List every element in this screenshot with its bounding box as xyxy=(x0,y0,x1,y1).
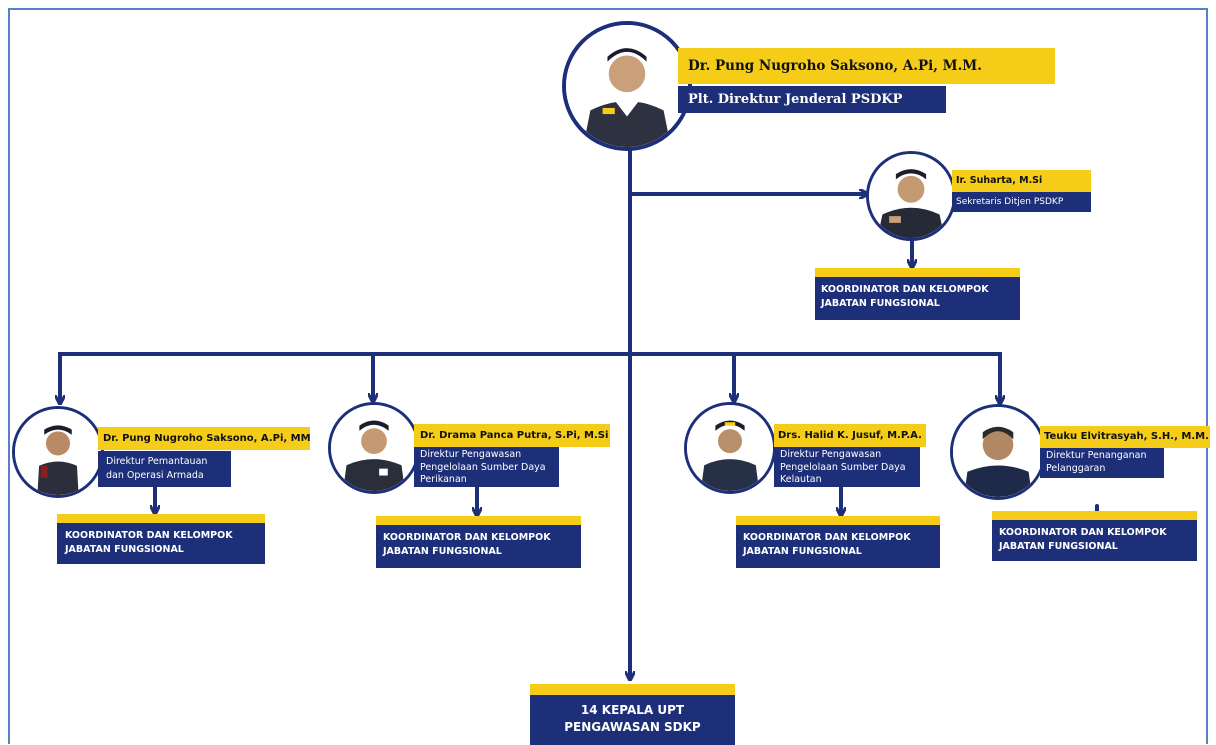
director-general-photo xyxy=(562,21,692,151)
officer-portrait-icon xyxy=(566,25,688,147)
director-2-group-box: KOORDINATOR DAN KELOMPOK JABATAN FUNGSIO… xyxy=(376,516,581,568)
director-bus-line xyxy=(58,352,1002,402)
secretary-group-box: KOORDINATOR DAN KELOMPOK JABATAN FUNGSIO… xyxy=(815,268,1020,320)
director-1-name: Dr. Pung Nugroho Saksono, A.Pi, MM xyxy=(98,427,311,450)
secretary-photo xyxy=(866,151,956,241)
secretary-group-label: KOORDINATOR DAN KELOMPOK JABATAN FUNGSIO… xyxy=(821,284,989,309)
upt-label: 14 KEPALA UPT PENGAWASAN SDKP xyxy=(564,703,701,734)
official-portrait-icon xyxy=(953,407,1043,497)
director-3-group-label: KOORDINATOR DAN KELOMPOK JABATAN FUNGSIO… xyxy=(743,532,911,557)
director-4-title: Direktur Penanganan Pelanggaran xyxy=(1040,448,1164,478)
director-1-group-label: KOORDINATOR DAN KELOMPOK JABATAN FUNGSIO… xyxy=(65,530,233,555)
director-2-title: Direktur Pengawasan Pengelolaan Sumber D… xyxy=(414,447,559,487)
group-box-accent xyxy=(992,511,1197,520)
officer-portrait-icon xyxy=(15,409,101,495)
group-box-accent xyxy=(376,516,581,525)
group-box-accent xyxy=(530,684,735,695)
director-4-group-label: KOORDINATOR DAN KELOMPOK JABATAN FUNGSIO… xyxy=(999,527,1167,552)
secretary-name: Ir. Suharta, M.Si xyxy=(952,170,1091,192)
group-box-accent xyxy=(736,516,940,525)
secretary-title: Sekretaris Ditjen PSDKP xyxy=(952,192,1091,212)
group-box-accent xyxy=(815,268,1020,277)
director-1-photo xyxy=(12,406,104,498)
director-4-group-box: KOORDINATOR DAN KELOMPOK JABATAN FUNGSIO… xyxy=(992,511,1197,561)
director-3-group-box: KOORDINATOR DAN KELOMPOK JABATAN FUNGSIO… xyxy=(736,516,940,568)
upt-box: 14 KEPALA UPT PENGAWASAN SDKP xyxy=(530,684,735,745)
director-2-photo xyxy=(328,402,420,494)
diagram-frame xyxy=(8,8,1208,744)
director-4-name: Teuku Elvitrasyah, S.H., M.M. xyxy=(1040,426,1210,448)
director-3-title: Direktur Pengawasan Pengelolaan Sumber D… xyxy=(774,447,920,487)
director-4-photo xyxy=(950,404,1046,500)
director-3-name: Drs. Halid K. Jusuf, M.P.A. xyxy=(774,424,926,447)
officer-portrait-icon xyxy=(869,154,953,238)
director-2-group-label: KOORDINATOR DAN KELOMPOK JABATAN FUNGSIO… xyxy=(383,532,551,557)
director-general-title: Plt. Direktur Jenderal PSDKP xyxy=(678,86,946,113)
officer-portrait-icon xyxy=(331,405,417,491)
director-2-name: Dr. Drama Panca Putra, S.Pi, M.Si xyxy=(414,424,610,447)
director-3-photo xyxy=(684,402,776,494)
director-1-group-box: KOORDINATOR DAN KELOMPOK JABATAN FUNGSIO… xyxy=(57,514,265,564)
officer-portrait-icon xyxy=(687,405,773,491)
director-general-name: Dr. Pung Nugroho Saksono, A.Pi, M.M. xyxy=(678,48,1055,84)
director-1-title: Direktur Pemantauan dan Operasi Armada xyxy=(98,451,231,487)
group-box-accent xyxy=(57,514,265,523)
